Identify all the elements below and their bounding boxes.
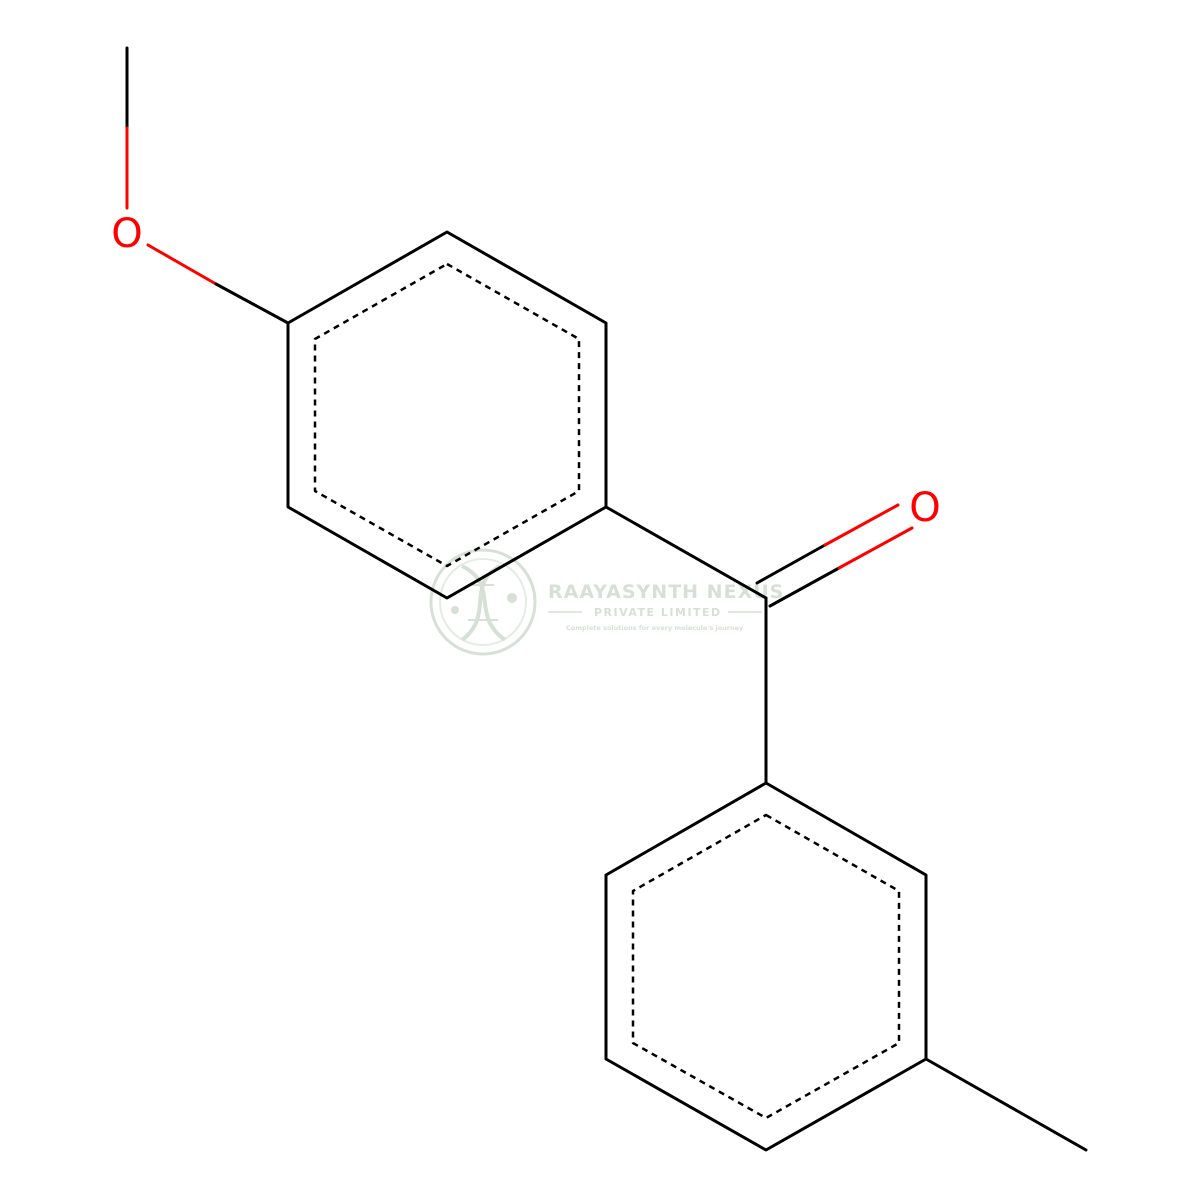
- ring-outer-bonds: [604, 781, 928, 1152]
- ether-bond-o-half: [146, 243, 218, 286]
- ring-outer-bonds: [286, 230, 608, 600]
- watermark-title: RAAYASYNTH NEXUS: [548, 581, 784, 603]
- ring-aromatic-dashes: [631, 813, 901, 1120]
- carbonyl-double-bond-b-c: [768, 566, 841, 608]
- watermark: RAAYASYNTH NEXUS PRIVATE LIMITED Complet…: [429, 548, 784, 656]
- ring-aromatic-dashes: [313, 262, 581, 568]
- methoxyphenyl-ring: [286, 230, 608, 600]
- watermark-subtitle: PRIVATE LIMITED: [594, 606, 722, 619]
- methoxy-oxygen-label: O: [111, 211, 142, 257]
- methoxy-group: [125, 46, 290, 325]
- carbonyl-double-bond-b-o: [837, 526, 914, 570]
- aryl-methyl-bond: [924, 1057, 1088, 1152]
- watermark-tagline: Complete solutions for every molecule's …: [566, 624, 744, 632]
- carbonyl-oxygen-label: O: [909, 485, 940, 531]
- methylphenyl-ring: [604, 781, 1088, 1152]
- aryl-carbonyl-bond-top: [604, 505, 768, 600]
- carbonyl-double-bond-a-c: [755, 543, 827, 585]
- carbonyl-group: [604, 503, 914, 785]
- carbonyl-double-bond-a-o: [823, 503, 900, 547]
- ether-bond-c-half: [214, 282, 290, 325]
